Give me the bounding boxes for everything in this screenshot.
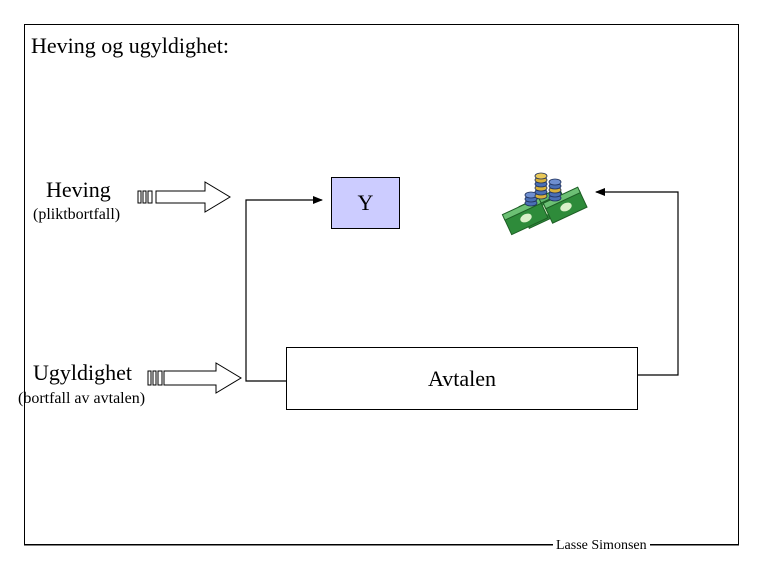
money-coins-icon — [501, 172, 588, 236]
author-footer: Lasse Simonsen — [553, 538, 650, 554]
avtalen-to-money-connector — [595, 188, 679, 376]
ugyldighet-block-arrow — [147, 362, 242, 394]
slide-title: Heving og ugyldighet: — [31, 33, 229, 58]
ugyldighet-sublabel: (bortfall av avtalen) — [18, 390, 146, 407]
heving-label: Heving — [46, 177, 111, 202]
y-box-label: Y — [357, 190, 374, 215]
avtalen-label: Avtalen — [427, 365, 496, 391]
heving-block-arrow — [137, 181, 231, 213]
ugyldighet-label: Ugyldighet — [33, 360, 132, 385]
heving-sublabel: (pliktbortfall) — [33, 206, 121, 223]
avtalen-box: Avtalen — [286, 347, 638, 410]
avtalen-to-y-connector — [245, 196, 323, 382]
y-box: Y — [331, 177, 400, 229]
